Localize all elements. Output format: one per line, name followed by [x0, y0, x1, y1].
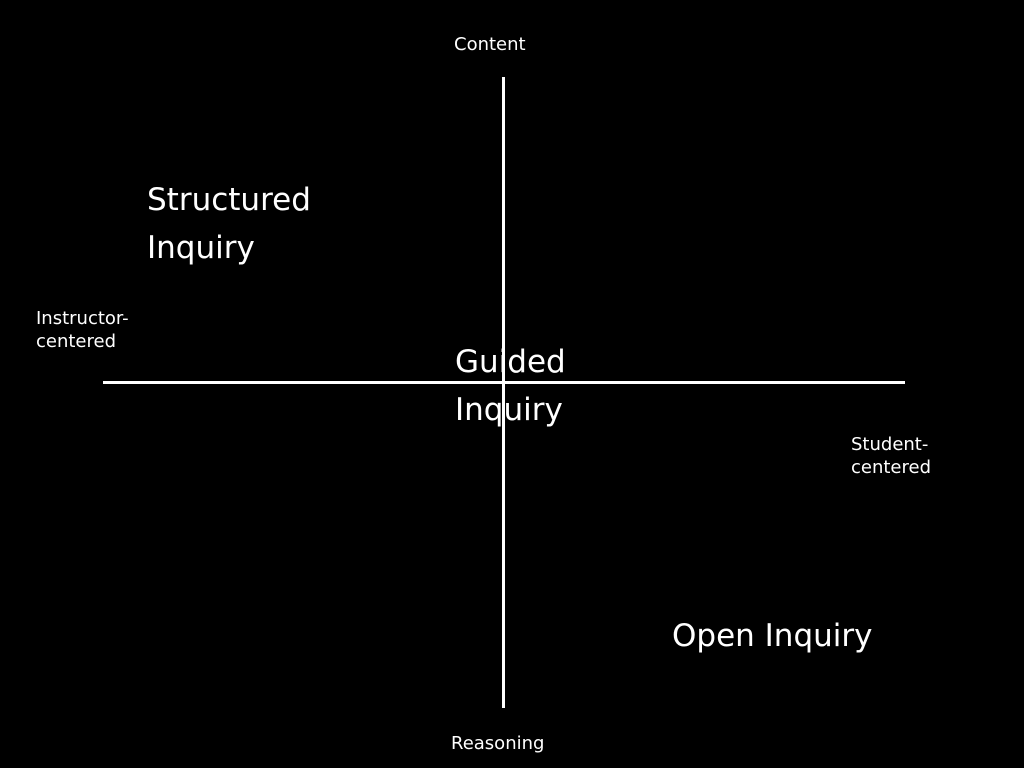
- axis-label-reasoning: Reasoning: [451, 733, 545, 754]
- quadrant-label-guided-inquiry: Guided Inquiry: [455, 338, 566, 434]
- horizontal-axis-line: [103, 381, 905, 384]
- axis-label-instructor-centered: Instructor- centered: [36, 308, 129, 353]
- guided-inquiry-line-1: Guided: [455, 344, 566, 380]
- structured-inquiry-line-2: Inquiry: [147, 230, 255, 267]
- axis-label-student-centered: Student- centered: [851, 434, 931, 479]
- quadrant-label-open-inquiry: Open Inquiry: [672, 612, 872, 660]
- axis-label-student-line-1: Student-: [851, 434, 929, 455]
- structured-inquiry-line-1: Structured: [147, 182, 311, 218]
- guided-inquiry-line-2: Inquiry: [455, 392, 563, 429]
- open-inquiry-line-1: Open Inquiry: [672, 618, 873, 654]
- vertical-axis-line: [502, 77, 505, 708]
- quadrant-label-structured-inquiry: Structured Inquiry: [147, 176, 311, 272]
- axis-label-content: Content: [454, 34, 526, 55]
- axis-label-student-line-2: centered: [851, 456, 932, 478]
- axis-label-instructor-line-2: centered: [36, 330, 117, 352]
- axis-label-instructor-line-1: Instructor-: [36, 308, 129, 329]
